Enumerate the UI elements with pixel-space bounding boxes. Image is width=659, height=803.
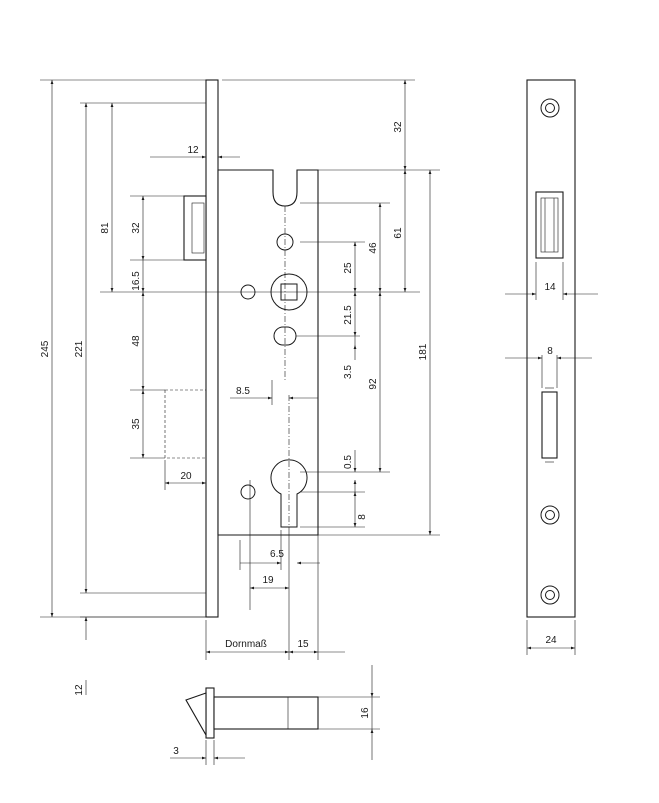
bolt-slot [541, 391, 558, 459]
dimension-8-5: 8.5 [230, 380, 318, 405]
cylinder-profile [270, 459, 308, 528]
dimension-25: 25 [343, 242, 357, 292]
dimension-3: 3 [170, 746, 245, 760]
svg-text:12: 12 [187, 145, 199, 156]
svg-text:19: 19 [262, 575, 274, 586]
middle-screw-icon [540, 505, 560, 525]
dimension-20: 20 [165, 471, 206, 485]
top-screw-icon [540, 98, 560, 118]
dimension-61: 61 [393, 170, 407, 292]
svg-text:20: 20 [180, 471, 192, 482]
svg-text:221: 221 [74, 340, 85, 357]
svg-text:Dornmaß: Dornmaß [225, 639, 267, 650]
svg-text:245: 245 [40, 340, 51, 357]
dimension-32-top: 32 [393, 80, 407, 170]
dimension-19: 19 [250, 575, 289, 590]
dimension-3-5: 3.5 [343, 336, 357, 379]
svg-text:8: 8 [357, 514, 368, 520]
dimension-24: 24 [527, 635, 575, 650]
svg-text:81: 81 [100, 222, 111, 234]
dimension-21-5: 21.5 [343, 292, 357, 336]
svg-text:32: 32 [393, 121, 404, 133]
svg-text:35: 35 [131, 418, 142, 430]
dimension-6-5: 6.5 [240, 530, 320, 570]
dimension-8-plate: 8 [505, 346, 592, 360]
svg-text:3: 3 [173, 746, 179, 757]
lock-body-side-view [164, 79, 319, 660]
latch-bolt-inner [191, 202, 205, 254]
svg-text:61: 61 [393, 227, 404, 239]
front-plate [526, 79, 576, 618]
dimension-15: 15 [289, 639, 345, 654]
dead-bolt [164, 389, 207, 459]
dimension-92: 92 [368, 292, 382, 472]
svg-text:15: 15 [297, 639, 309, 650]
dimension-12-top: 12 [150, 145, 240, 159]
svg-text:92: 92 [368, 378, 379, 390]
svg-text:48: 48 [131, 335, 142, 347]
svg-text:6.5: 6.5 [270, 549, 284, 560]
dimension-35: 35 [131, 390, 145, 458]
dimension-81: 81 [100, 103, 114, 292]
latch-detail-body [213, 696, 319, 730]
svg-text:181: 181 [418, 343, 429, 360]
latch-bolt [183, 195, 207, 261]
svg-text:21.5: 21.5 [343, 305, 354, 325]
svg-text:16.5: 16.5 [131, 271, 142, 291]
dimension-221: 221 [74, 103, 88, 593]
front-plate-view [526, 79, 576, 655]
lock-case [217, 169, 319, 536]
latch-detail-plate [205, 687, 215, 739]
dimension-245: 245 [40, 80, 54, 617]
dimension-12-bottom: 12 [74, 617, 88, 696]
bottom-screw-icon [540, 585, 560, 605]
svg-text:12: 12 [74, 684, 85, 696]
svg-text:3.5: 3.5 [343, 365, 354, 379]
dimension-8-right: 8 [353, 492, 368, 527]
svg-text:8: 8 [547, 346, 553, 357]
svg-text:24: 24 [545, 635, 557, 646]
face-plate [205, 79, 219, 618]
lower-screw-hole [240, 484, 256, 500]
dimension-dornmass: Dornmaß [206, 639, 289, 654]
svg-text:16: 16 [360, 707, 371, 719]
dimension-16: 16 [360, 665, 374, 760]
dimension-48: 48 [131, 292, 145, 390]
svg-text:46: 46 [368, 242, 379, 254]
dimension-181: 181 [418, 170, 432, 535]
svg-text:0.5: 0.5 [343, 455, 354, 469]
dimension-32-latch: 32 [131, 196, 145, 260]
svg-text:8.5: 8.5 [236, 386, 250, 397]
dimension-0-5: 0.5 [343, 450, 357, 495]
svg-text:14: 14 [544, 282, 556, 293]
svg-text:32: 32 [131, 222, 142, 234]
dimension-16-5: 16.5 [131, 260, 145, 292]
dimension-46: 46 [368, 203, 382, 292]
dimension-14: 14 [505, 282, 598, 296]
latch-bolt-detail [185, 687, 380, 765]
svg-text:25: 25 [343, 262, 354, 274]
latch-detail-bevel [185, 692, 207, 738]
latch-opening [535, 191, 564, 259]
